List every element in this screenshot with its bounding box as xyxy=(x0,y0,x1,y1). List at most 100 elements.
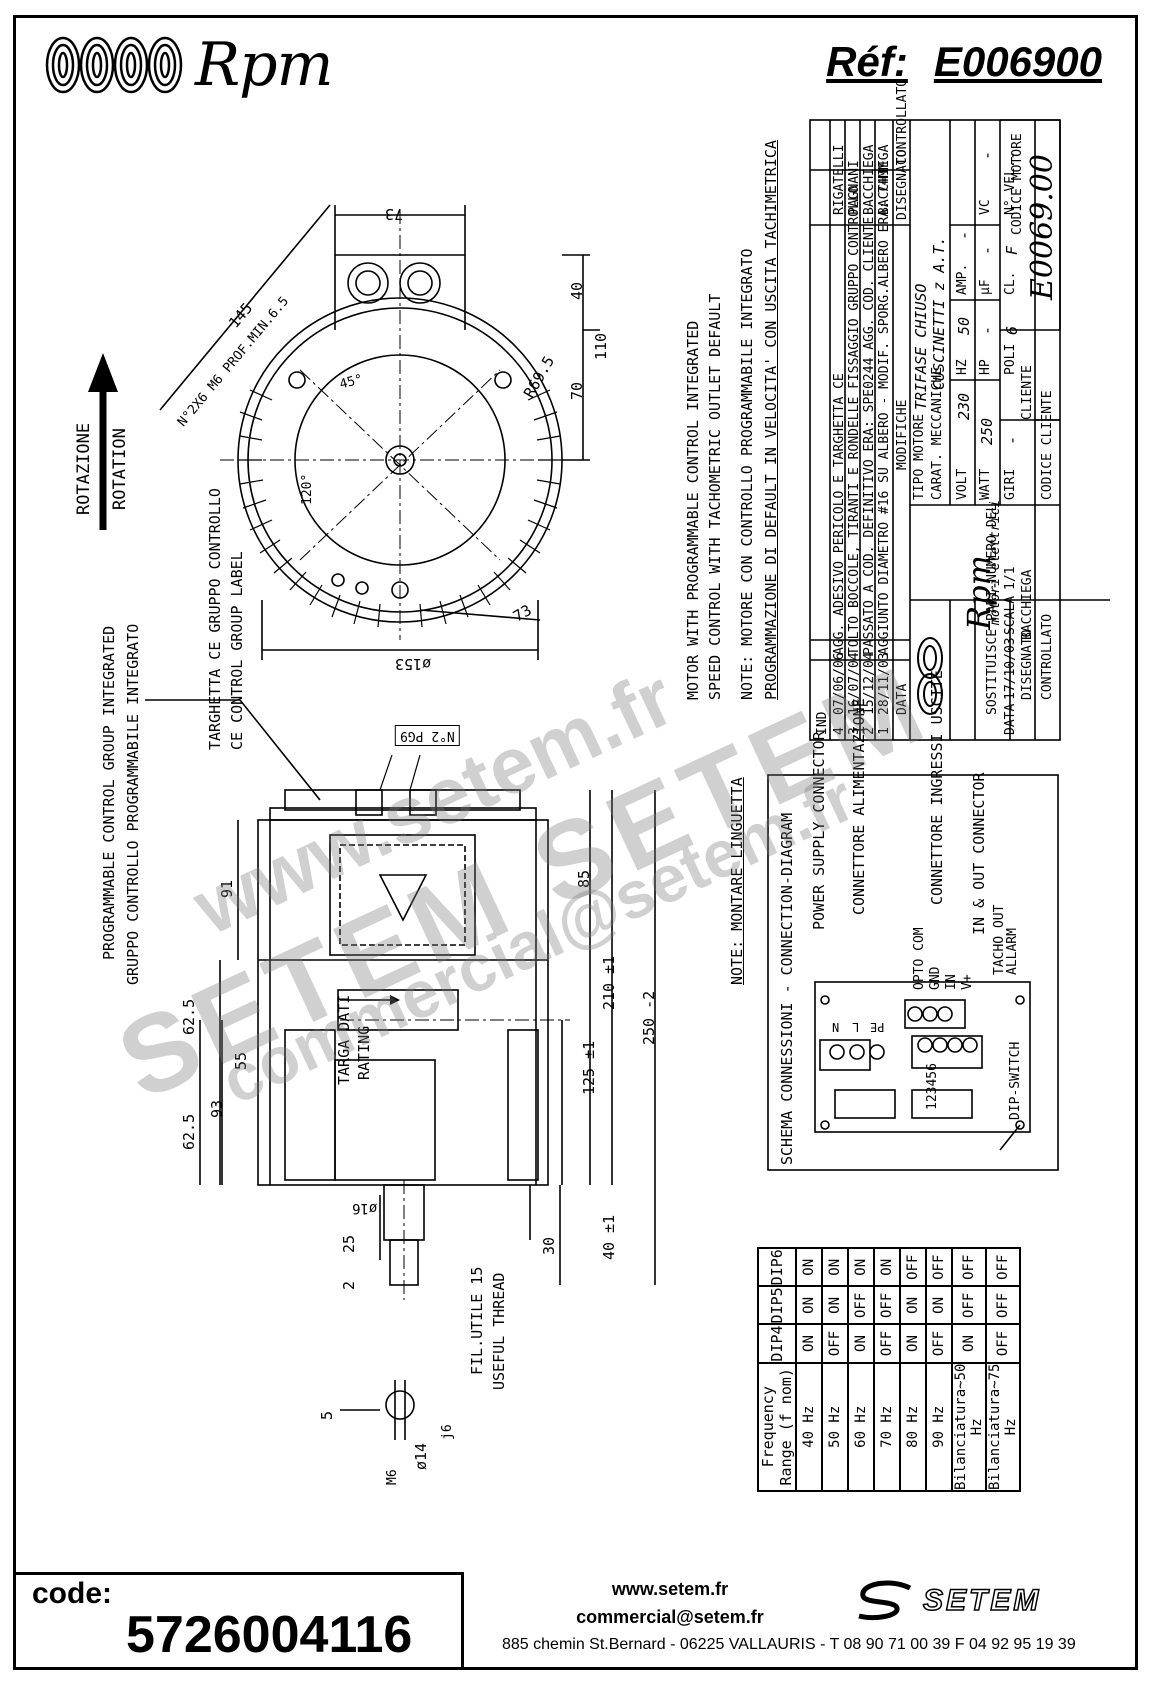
dim-85: 85 xyxy=(575,869,593,888)
disegnato-value: BACCHIEGA xyxy=(1020,569,1035,640)
watt-label: WATT xyxy=(978,468,993,500)
gruppo-it-label: GRUPPO CONTROLLO PROGRAMMABILE INTEGRATO xyxy=(124,623,142,985)
rev-3-date: 16/07/04 xyxy=(847,652,862,715)
volt-label: VOLT xyxy=(955,468,970,500)
fil-utile-label: FIL.UTILE 15 xyxy=(468,1266,486,1375)
dip-cell: OFF xyxy=(926,1248,952,1287)
address-line: 885 chemin St.Bernard - 06225 VALLAURIS … xyxy=(502,1636,1076,1653)
gnd-label: GND xyxy=(928,966,943,990)
dim-62-5b: 62.5 xyxy=(180,1113,198,1150)
dip-cell: ON xyxy=(874,1248,900,1287)
dim-16: ø16 xyxy=(352,1200,378,1216)
cliente-label: CLIENTE xyxy=(1020,365,1035,420)
cl-label: CL. xyxy=(1003,271,1018,295)
dip-header-1: DIP4 xyxy=(758,1324,796,1363)
note-linguetta: NOTE: MONTARE LINGUETTA xyxy=(728,777,746,985)
code-label: code: xyxy=(32,1577,113,1610)
dip-cell: ON xyxy=(796,1248,822,1287)
dim-125: 125 ±1 xyxy=(580,1040,598,1095)
opto-com-label: OPTO COM xyxy=(912,927,927,990)
cl-value: F xyxy=(1003,245,1021,255)
contact-block: www.setem.fr commercial@setem.fr xyxy=(520,1575,820,1631)
motor-en-note-2: SPEED CONTROL WITH TACHOMETRIC OUTLET DE… xyxy=(706,293,724,700)
dim-70: 70 xyxy=(568,381,586,400)
scala-value: 1/1 xyxy=(1003,566,1018,590)
rev-2-date: 15/12/04 xyxy=(862,652,877,715)
uf-value: - xyxy=(978,245,996,255)
poli-value: 6 xyxy=(1003,325,1021,335)
dim-m6: M6 xyxy=(385,1469,400,1485)
hp-label: HP xyxy=(978,359,993,375)
amp-label: AMP. xyxy=(955,263,970,295)
codice-motore-label: CODICE MOTORE xyxy=(1010,133,1025,235)
volt-value: 230 xyxy=(955,392,973,420)
codice-motore-value: E0069.00 xyxy=(1025,154,1060,300)
dip-cell: 70 Hz xyxy=(874,1362,900,1491)
dip-header-3: DIP6 xyxy=(758,1248,796,1287)
rev-4-by: RIGATELLI xyxy=(832,144,847,215)
drawing-frame xyxy=(13,15,1138,1670)
dip-cell: OFF xyxy=(986,1248,1020,1287)
data-label: DATA xyxy=(1003,703,1018,735)
website-link[interactable]: www.setem.fr xyxy=(611,1579,729,1599)
power-supply-label: POWER SUPPLY CONNECTOR xyxy=(810,731,828,930)
dip-cell: OFF xyxy=(900,1248,926,1287)
rev-head-data: DATA xyxy=(895,683,910,715)
dip-cell: 40 Hz xyxy=(796,1362,822,1491)
vc-value: - xyxy=(978,150,996,160)
reference: Réf:E006900 xyxy=(826,38,1102,86)
hp-value: - xyxy=(978,325,996,335)
amp-value: - xyxy=(955,230,973,240)
ref-value: E006900 xyxy=(933,38,1102,85)
dim-40: 40 xyxy=(568,281,586,300)
dim-a120: 120° xyxy=(300,473,315,505)
dip-cell: OFF xyxy=(848,1286,874,1325)
targhetta-en-label: CE CONTROL GROUP LABEL xyxy=(228,551,246,750)
dip-cell: OFF xyxy=(952,1248,986,1287)
dip-cell: 90 Hz xyxy=(926,1362,952,1491)
title-logo-sub: motori elettrici xyxy=(988,499,1003,625)
dim-25: 25 xyxy=(340,1234,358,1253)
terminal-l-label: L xyxy=(852,1020,860,1034)
dim-73a: 73 xyxy=(385,205,404,223)
targhetta-it-label: TARGHETTA CE GRUPPO CONTROLLO xyxy=(206,488,224,750)
dim-62-5a: 62.5 xyxy=(180,998,198,1035)
setem-swoosh-icon xyxy=(858,1580,912,1621)
tipo-motore-label: TIPO MOTORE xyxy=(912,413,927,500)
rev-4-ind: 4 xyxy=(832,727,847,735)
rev-1-desc: AGGIUNTO DIAMETRO #16 SU ALBERO - MODIF.… xyxy=(877,161,892,655)
dim-55: 55 xyxy=(232,1051,250,1070)
controllato-label: CONTROLLATO xyxy=(1040,613,1055,700)
useful-thread-label: USEFUL THREAD xyxy=(490,1272,508,1390)
coil-logo-icon xyxy=(45,36,183,94)
note-it-2: PROGRAMMAZIONE DI DEFAULT IN VELOCITA' C… xyxy=(762,140,780,700)
email-link[interactable]: commercial@setem.fr xyxy=(576,1607,764,1627)
carat-value: CUSCINETTI z A.T. xyxy=(930,236,948,390)
in-label: IN xyxy=(944,974,959,990)
dip-header-2: DIP5 xyxy=(758,1286,796,1325)
hz-value: 50 xyxy=(955,316,973,335)
rev-4-date: 07/06/06 xyxy=(832,652,847,715)
giri-value: - xyxy=(1003,435,1021,445)
terminal-n-label: N xyxy=(832,1020,840,1034)
dip-switch-label: DIP-SWITCH xyxy=(1008,1041,1023,1120)
rev-3-ind: 3 xyxy=(847,727,862,735)
vc-label: VC xyxy=(978,199,993,215)
dip-cell: ON xyxy=(848,1248,874,1287)
dim-210: 210 ±1 xyxy=(600,955,618,1010)
rev-1-ind: 1 xyxy=(877,727,892,735)
rev-2-by: BACCHIEGA xyxy=(862,144,877,215)
code-value: 5726004116 xyxy=(126,1606,413,1664)
giri-label: GIRI xyxy=(1003,468,1018,500)
dim-93: 93 xyxy=(208,1099,226,1118)
dip-cell: OFF xyxy=(822,1324,848,1363)
dip-numbers-label: 123456 xyxy=(925,1063,940,1110)
rev-2-desc: PASSATO A COD. DEFINITIVO ERA: SPE0244 A… xyxy=(862,216,877,655)
rpm-logo: Rpm xyxy=(45,30,333,100)
